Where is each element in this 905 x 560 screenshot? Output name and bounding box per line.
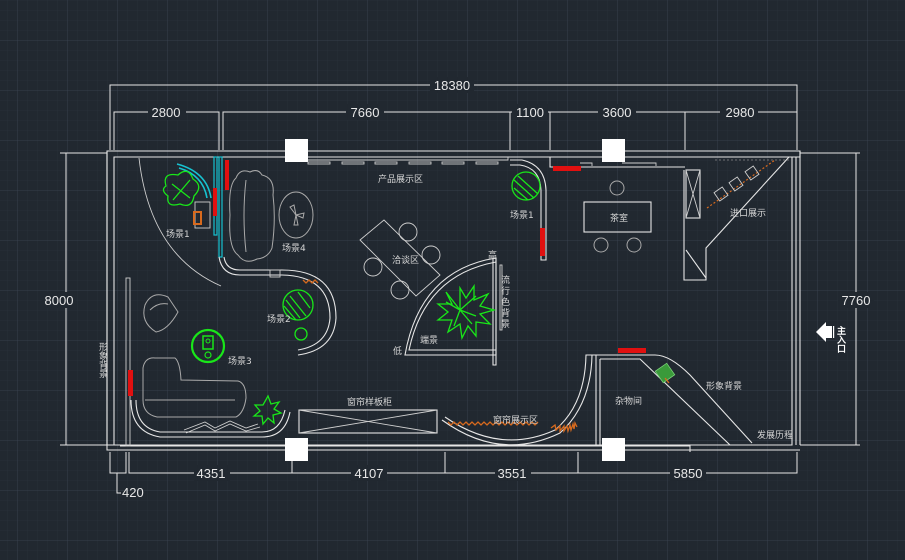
label-main-entrance: 主入口 bbox=[835, 325, 847, 354]
column bbox=[285, 139, 308, 162]
label-scene4: 场景4 bbox=[282, 243, 306, 254]
label-landscape: 端景 bbox=[420, 334, 438, 346]
plant-icon bbox=[252, 394, 283, 426]
label-scene1-left: 场景1 bbox=[166, 229, 190, 240]
dim-bottom-3: 3551 bbox=[498, 466, 527, 481]
label-negotiation: 洽谈区 bbox=[392, 254, 419, 266]
dim-bottom-1: 4351 bbox=[197, 466, 226, 481]
label-import-display: 进口展示 bbox=[730, 208, 766, 219]
curved-partitions bbox=[218, 256, 337, 356]
dim-top-2: 7660 bbox=[351, 105, 380, 120]
main-entrance-marker[interactable]: 主入口 bbox=[816, 322, 847, 354]
label-product-display: 产品展示区 bbox=[378, 173, 423, 185]
entrance-arrow-icon bbox=[816, 322, 832, 342]
label-tea-room: 茶室 bbox=[610, 212, 628, 224]
plant-icon bbox=[511, 171, 541, 201]
import-display-area: 进口展示 bbox=[683, 156, 790, 281]
dim-top-4: 3600 bbox=[603, 105, 632, 120]
label-scene1-right: 场景1 bbox=[510, 210, 534, 221]
armchair-icon bbox=[143, 294, 179, 333]
left-image-background: 形象背景 bbox=[97, 277, 133, 447]
label-curtain-display: 窗帘展示区 bbox=[493, 414, 538, 426]
column bbox=[602, 139, 625, 162]
product-display-shelves bbox=[307, 157, 509, 165]
dim-top-3: 1100 bbox=[516, 105, 544, 120]
plant-icon bbox=[654, 362, 676, 384]
label-history: 发展历程 bbox=[757, 429, 793, 441]
label-scene3: 场景3 bbox=[228, 356, 252, 367]
dim-bottom-offset: 420 bbox=[122, 485, 144, 500]
label-storage: 杂物间 bbox=[615, 395, 642, 407]
scene4-area: 场景4 bbox=[229, 170, 314, 262]
scene2-area: 场景2 bbox=[267, 289, 314, 341]
label-scene2: 场景2 bbox=[267, 314, 291, 325]
dim-bottom-2: 4107 bbox=[355, 466, 384, 481]
storage-and-history-area: 杂物间 形象背景 发展历程 bbox=[595, 348, 793, 446]
dim-right-height: 7760 bbox=[842, 293, 871, 308]
bottom-left-curve bbox=[130, 394, 291, 438]
label-curtain-sample-cabinet: 窗帘样板柜 bbox=[347, 396, 392, 408]
plant-icon bbox=[162, 170, 200, 207]
plant-icon bbox=[282, 289, 314, 321]
label-low: 低 bbox=[393, 345, 402, 357]
dim-bottom-4: 5850 bbox=[674, 466, 703, 481]
display-light bbox=[618, 348, 646, 353]
dim-overall-width: 18380 bbox=[434, 78, 470, 93]
display-light bbox=[213, 188, 217, 216]
dim-top-1: 2800 bbox=[152, 105, 181, 120]
outer-walls bbox=[106, 150, 801, 452]
plant-icon bbox=[436, 283, 497, 341]
label-image-background-right: 形象背景 bbox=[706, 380, 742, 392]
curtain-sample-cabinet: 窗帘样板柜 bbox=[298, 396, 438, 434]
dim-top-5: 2980 bbox=[726, 105, 755, 120]
display-light bbox=[540, 228, 545, 256]
label-image-background-left: 形象背景 bbox=[97, 341, 108, 378]
landscape-area: 端景 高 低 流行色背景 bbox=[393, 249, 510, 366]
scene3-area: 场景3 bbox=[142, 328, 261, 434]
curtain-display-area: 窗帘展示区 bbox=[441, 354, 596, 446]
column bbox=[285, 438, 308, 461]
dim-left-height: 8000 bbox=[45, 293, 74, 308]
display-light bbox=[128, 370, 133, 396]
column bbox=[602, 438, 625, 461]
label-high: 高 bbox=[488, 249, 497, 261]
stool-icon bbox=[193, 211, 202, 225]
tea-room-area: 茶室 bbox=[549, 157, 685, 253]
scene1-right-area: 场景1 bbox=[510, 159, 547, 261]
scene1-left-area: 场景1 bbox=[138, 156, 229, 287]
display-light bbox=[225, 160, 229, 190]
dimension-labels: 18380 2800 7660 1100 3600 2980 4351 4107… bbox=[42, 77, 874, 500]
structural-columns bbox=[285, 139, 625, 461]
negotiation-area: 洽谈区 bbox=[359, 219, 441, 300]
label-trend-background: 流行色背景 bbox=[499, 274, 510, 330]
display-light bbox=[553, 166, 581, 171]
